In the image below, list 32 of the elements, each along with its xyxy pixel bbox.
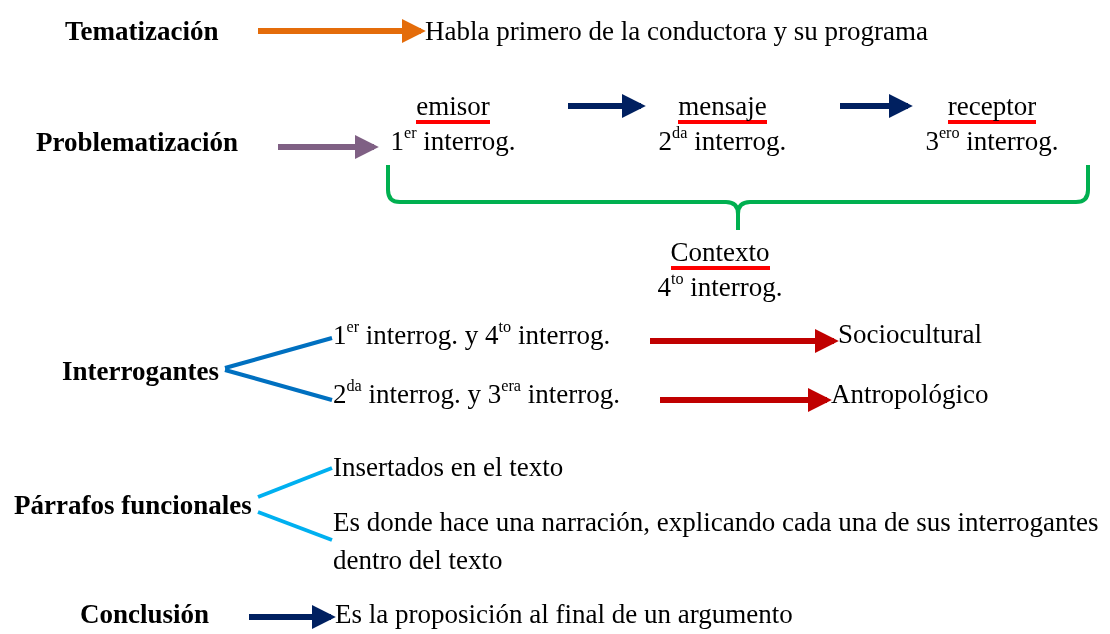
- arrow: [249, 605, 336, 629]
- underlined-term: emisor: [416, 92, 490, 124]
- text: 4$^{to}$ interrog.: [657, 272, 783, 302]
- heading-text: Problematización: [36, 126, 238, 158]
- text: Insertados en el texto: [333, 451, 564, 483]
- text: 2$^{da}$ interrog. y 3$^{era}$ interrog.: [333, 378, 620, 410]
- arrow: [278, 135, 379, 159]
- text: Es la proposición al final de un argumento: [335, 598, 793, 630]
- heading-text: Conclusión: [80, 598, 210, 630]
- branch-line: [257, 466, 333, 499]
- branch-line: [224, 336, 333, 370]
- arrow: [650, 329, 839, 353]
- text: 2$^{da}$ interrog.: [658, 126, 787, 156]
- text: 3$^{ero}$ interrog.: [925, 126, 1059, 156]
- arrow: [660, 388, 832, 412]
- underlined-term: Contexto: [670, 238, 770, 270]
- text: Es donde hace una narración, explicando cada una de sus interrogantes dentro del texto: [333, 503, 1103, 579]
- text: 1$^{er}$ interrog.: [390, 126, 516, 156]
- branch-line: [224, 368, 333, 402]
- arrow: [258, 19, 426, 43]
- text: Habla primero de la conductora y su programa: [425, 15, 929, 47]
- text: Sociocultural: [838, 318, 982, 350]
- heading-text: Interrogantes: [62, 355, 219, 387]
- branch-line: [257, 510, 333, 542]
- heading-text: Párrafos funcionales: [14, 489, 252, 521]
- arrow: [840, 94, 913, 118]
- heading-text: Tematización: [65, 15, 219, 47]
- text: 1$^{er}$ interrog. y 4$^{to}$ interrog.: [333, 319, 611, 351]
- text: Antropológico: [831, 378, 989, 410]
- underlined-term: receptor: [947, 92, 1037, 124]
- underlined-term: mensaje: [678, 92, 767, 124]
- arrow: [568, 94, 646, 118]
